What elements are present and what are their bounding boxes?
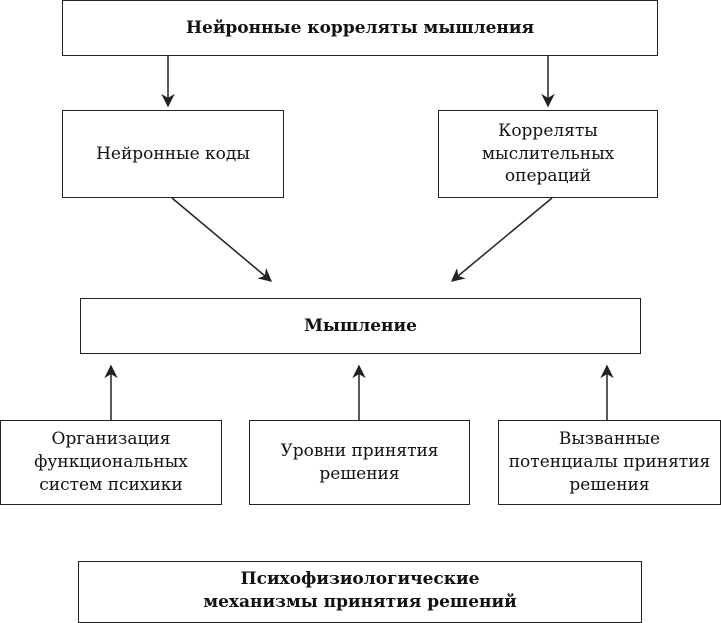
box-neural-codes-label: Нейронные коды	[96, 143, 250, 164]
box-evoked-potentials-line1: Вызванные	[558, 429, 661, 450]
caption-line1: Психофизиологические	[240, 569, 480, 589]
box-neural-correlates: Нейронные корреляты мышления	[62, 0, 658, 56]
box-evoked-potentials: Вызванные потенциалы принятия решения	[498, 420, 721, 505]
box-decision-levels-line2: решения	[319, 463, 400, 484]
caption-box: Психофизиологические механизмы принятия …	[78, 561, 642, 623]
box-functional-systems-line3: систем психики	[39, 474, 183, 495]
box-functional-systems-line1: Организация	[51, 429, 171, 450]
box-operation-correlates-line3: операций	[504, 166, 592, 187]
box-decision-levels-line1: Уровни принятия	[280, 440, 439, 461]
box-operation-correlates-line2: мыслительных	[481, 143, 615, 164]
box-decision-levels: Уровни принятия решения	[249, 420, 470, 505]
box-evoked-potentials-line3: решения	[569, 474, 650, 495]
arrow-codes-to-thinking	[171, 197, 273, 282]
box-operation-correlates: Корреляты мыслительных операций	[438, 110, 658, 198]
box-thinking-label: Мышление	[304, 315, 417, 336]
box-operation-correlates-line1: Корреляты	[498, 120, 598, 141]
box-thinking: Мышление	[80, 298, 641, 354]
box-neural-correlates-label: Нейронные корреляты мышления	[185, 17, 535, 38]
box-neural-codes: Нейронные коды	[62, 110, 284, 198]
box-functional-systems-line2: функциональных	[34, 452, 188, 473]
caption-line2: механизмы принятия решений	[203, 591, 517, 612]
arrow-operations-to-thinking	[450, 197, 553, 282]
box-evoked-potentials-line2: потенциалы принятия	[508, 452, 711, 473]
box-functional-systems: Организация функциональных систем психик…	[0, 420, 222, 505]
